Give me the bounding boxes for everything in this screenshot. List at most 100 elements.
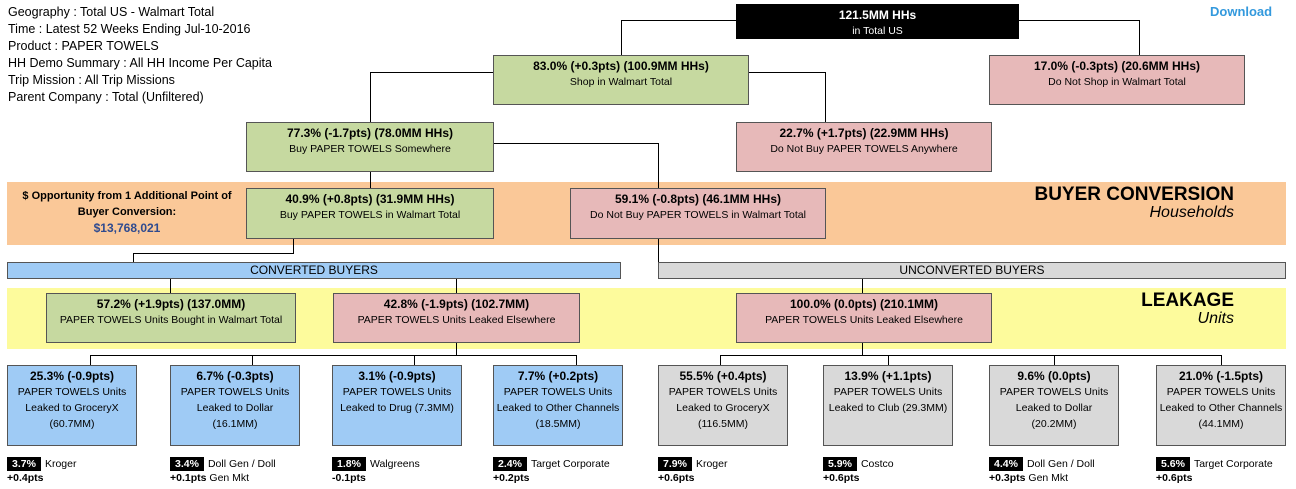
noshop-title: 17.0% (-0.3pts) (20.6MM HHs) (1033, 59, 1201, 73)
buy-sub: Buy PAPER TOWELS Somewhere (289, 143, 451, 155)
leaf-line: Leaked to Drug (7.3MM) (340, 402, 454, 414)
filter-parent-company: Parent Company : Total (Unfiltered) (8, 90, 204, 104)
buy-walmart-sub: Buy PAPER TOWELS in Walmart Total (279, 209, 461, 221)
leaf-node[interactable]: 55.5% (+0.4pts) PAPER TOWELS Units Leake… (658, 365, 788, 446)
connector (748, 72, 826, 73)
buy-walmart-node[interactable]: 40.9% (+0.8pts) (31.9MM HHs) Buy PAPER T… (246, 188, 494, 239)
unconverted-buyers-bar[interactable]: UNCONVERTED BUYERS (658, 262, 1286, 279)
filter-trip-mission: Trip Mission : All Trip Missions (8, 73, 175, 87)
connector (370, 172, 371, 188)
leaf-node[interactable]: 13.9% (+1.1pts) PAPER TOWELS Units Leake… (823, 365, 953, 446)
connector (252, 355, 253, 365)
leaf-node[interactable]: 25.3% (-0.9pts) PAPER TOWELS Units Leake… (7, 365, 137, 446)
retailer-delta: +0.3pts (989, 472, 1026, 484)
retailer-share: 5.6% (1156, 457, 1190, 471)
retailer-name: Kroger (695, 458, 728, 470)
connector (1018, 20, 1140, 21)
unconv-leaked-node[interactable]: 100.0% (0.0pts) (210.1MM) PAPER TOWELS U… (736, 293, 992, 343)
conv-bought-node[interactable]: 57.2% (+1.9pts) (137.0MM) PAPER TOWELS U… (46, 293, 296, 343)
retailer-label: 5.6%Target Corporate +0.6pts (1156, 457, 1273, 485)
connector (1221, 355, 1222, 365)
root-node[interactable]: 121.5MM HHs in Total US (736, 4, 1019, 39)
connector (862, 343, 863, 355)
leaf-line: Leaked to GroceryX (25, 402, 119, 414)
leaf-line: PAPER TOWELS Units (180, 386, 290, 398)
nobuy-node[interactable]: 22.7% (+1.7pts) (22.9MM HHs) Do Not Buy … (736, 122, 992, 172)
download-link[interactable]: Download (1210, 4, 1273, 19)
connector (133, 253, 134, 262)
retailer-label: 2.4%Target Corporate +0.2pts (493, 457, 610, 485)
retailer-delta: +0.6pts (658, 472, 695, 484)
root-title: 121.5MM HHs (838, 8, 917, 22)
connector (90, 355, 577, 356)
shop-title: 83.0% (+0.3pts) (100.9MM HHs) (533, 59, 709, 73)
retailer-name: Walgreens (369, 458, 420, 470)
retailer-share: 5.9% (823, 457, 857, 471)
leaf-line: Leaked to Other Channels (1159, 402, 1283, 414)
root-sub: in Total US (852, 25, 903, 37)
leaf-node[interactable]: 21.0% (-1.5pts) PAPER TOWELS Units Leake… (1156, 365, 1286, 446)
retailer-name: Doll Gen / Doll (1026, 458, 1095, 470)
retailer-delta: +0.4pts (7, 472, 44, 484)
leaf-node[interactable]: 7.7% (+0.2pts) PAPER TOWELS Units Leaked… (493, 365, 623, 446)
leaf-line: PAPER TOWELS Units (1166, 386, 1276, 398)
nobuy-walmart-node[interactable]: 59.1% (-0.8pts) (46.1MM HHs) Do Not Buy … (570, 188, 826, 239)
leakage-title: LEAKAGE (1141, 290, 1234, 311)
connector (494, 143, 659, 144)
leaf-title: 7.7% (+0.2pts) (517, 369, 599, 383)
noshop-node[interactable]: 17.0% (-0.3pts) (20.6MM HHs) Do Not Shop… (989, 55, 1245, 105)
opportunity-label-2: Buyer Conversion: (77, 206, 177, 218)
leaf-line: Leaked to GroceryX (676, 402, 770, 414)
leaf-line: (60.7MM) (49, 418, 95, 430)
leaf-title: 21.0% (-1.5pts) (1178, 369, 1264, 383)
retailer-label: 5.9%Costco +0.6pts (823, 457, 894, 485)
connector (862, 279, 863, 293)
leaf-node[interactable]: 9.6% (0.0pts) PAPER TOWELS Units Leaked … (989, 365, 1119, 446)
conv-leaked-node[interactable]: 42.8% (-1.9pts) (102.7MM) PAPER TOWELS U… (333, 293, 580, 343)
leaf-node[interactable]: 3.1% (-0.9pts) PAPER TOWELS Units Leaked… (332, 365, 462, 446)
nobuy-walmart-sub: Do Not Buy PAPER TOWELS in Walmart Total (590, 209, 806, 221)
leaf-line: PAPER TOWELS Units (999, 386, 1109, 398)
retailer-share: 4.4% (989, 457, 1023, 471)
retailer-delta: +0.1pts (170, 472, 207, 484)
filter-product: Product : PAPER TOWELS (8, 39, 159, 53)
leaf-title: 9.6% (0.0pts) (1017, 369, 1091, 383)
connector (133, 253, 294, 254)
converted-buyers-bar[interactable]: CONVERTED BUYERS (7, 262, 621, 279)
connector (456, 343, 457, 355)
retailer-share: 1.8% (332, 457, 366, 471)
leaf-node[interactable]: 6.7% (-0.3pts) PAPER TOWELS Units Leaked… (170, 365, 300, 446)
connector (170, 279, 171, 293)
filter-hh-demo: HH Demo Summary : All HH Income Per Capi… (8, 56, 272, 70)
shop-sub: Shop in Walmart Total (569, 76, 673, 88)
retailer-delta: -0.1pts (332, 472, 366, 484)
leaf-title: 6.7% (-0.3pts) (196, 369, 274, 383)
connector (576, 355, 577, 365)
retailer-share: 7.9% (658, 457, 692, 471)
connector (90, 355, 91, 365)
shop-node[interactable]: 83.0% (+0.3pts) (100.9MM HHs) Shop in Wa… (493, 55, 749, 105)
connector (825, 72, 826, 122)
opportunity-label-1: $ Opportunity from 1 Additional Point of (22, 190, 232, 202)
leaf-title: 3.1% (-0.9pts) (358, 369, 436, 383)
retailer-name: Costco (860, 458, 894, 470)
leaf-line: PAPER TOWELS Units (668, 386, 778, 398)
retailer-label: 7.9%Kroger +0.6pts (658, 457, 727, 485)
retailer-share: 3.4% (170, 457, 204, 471)
buy-title: 77.3% (-1.7pts) (78.0MM HHs) (286, 126, 454, 140)
nobuy-sub: Do Not Buy PAPER TOWELS Anywhere (770, 143, 958, 155)
leaf-title: 55.5% (+0.4pts) (679, 369, 767, 383)
noshop-sub: Do Not Shop in Walmart Total (1048, 76, 1186, 88)
connector (370, 72, 493, 73)
leaf-line: PAPER TOWELS Units (17, 386, 127, 398)
leaf-title: 13.9% (+1.1pts) (844, 369, 932, 383)
connector (658, 239, 659, 262)
retailer-name: Target Corporate (530, 458, 610, 470)
retailer-name-extra: Gen Mkt (1028, 472, 1069, 484)
buy-walmart-title: 40.9% (+0.8pts) (31.9MM HHs) (285, 192, 455, 206)
opportunity-panel: $ Opportunity from 1 Additional Point of… (14, 188, 240, 236)
buy-node[interactable]: 77.3% (-1.7pts) (78.0MM HHs) Buy PAPER T… (246, 122, 494, 172)
retailer-label: 1.8%Walgreens -0.1pts (332, 457, 420, 485)
buyer-conversion-sub: Households (1149, 204, 1235, 221)
conv-leaked-sub: PAPER TOWELS Units Leaked Elsewhere (357, 314, 556, 326)
